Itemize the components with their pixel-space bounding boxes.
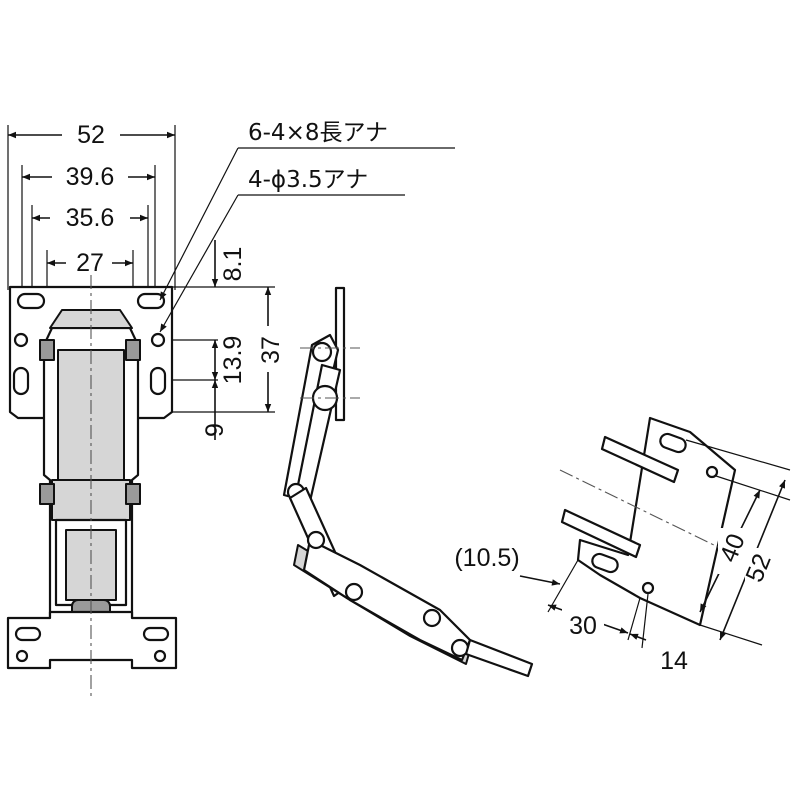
mount-plate-flange-bottom (560, 508, 642, 559)
slot-hole (149, 366, 167, 396)
dim-mount-10-5: (10.5) (454, 544, 519, 572)
slot-hole (136, 292, 166, 310)
dim-side-9: 9 (201, 423, 229, 437)
arm-lower-inner (65, 529, 117, 601)
front-view: 52 39.6 35.6 27 (6, 117, 178, 700)
mounting-plate-iso: 40 52 30 14 (10.5) (454, 416, 791, 675)
pivot-pin-right (125, 483, 141, 505)
slot-hole (659, 432, 687, 454)
dim-side-8-1: 8.1 (219, 247, 247, 282)
slot-hole (12, 366, 30, 396)
side-end-tab (464, 638, 534, 678)
side-pivot (311, 341, 333, 363)
mount-plate-flange-top (600, 435, 680, 484)
dim-front-39-6: 39.6 (66, 163, 115, 191)
dim-side-13-9: 13.9 (219, 336, 247, 385)
round-hole (641, 581, 655, 595)
side-body-frame (302, 538, 472, 662)
round-hole (705, 465, 719, 479)
note-slot-holes: 6-4×8長アナ (248, 120, 388, 146)
pivot-pin-left (39, 483, 55, 505)
round-hole (13, 332, 29, 348)
bottom-mount-plate (6, 610, 178, 670)
dim-mount-30: 30 (569, 612, 597, 640)
hole-notes: 6-4×8長アナ 4-ϕ3.5アナ (159, 120, 455, 333)
note-round-holes: 4-ϕ3.5アナ (248, 167, 368, 193)
dim-side-37: 37 (257, 336, 285, 364)
round-hole (153, 649, 167, 663)
round-hole (150, 332, 166, 348)
dim-front-35-6: 35.6 (66, 204, 115, 232)
dim-front-width: 52 (77, 121, 105, 149)
dim-front-27: 27 (76, 249, 104, 277)
pivot-pin-right (125, 339, 141, 361)
pivot-pin-left (39, 339, 55, 361)
round-hole (15, 649, 29, 663)
side-pivot (344, 582, 364, 602)
side-pivot (306, 530, 326, 550)
mount-plate-body (576, 416, 737, 627)
side-dimensions: 8.1 13.9 37 9 (172, 240, 285, 440)
dim-mount-14: 14 (660, 647, 688, 675)
slot-hole (16, 292, 46, 310)
slot-hole (14, 626, 42, 642)
slot-hole (591, 552, 619, 574)
side-pivot (422, 608, 442, 628)
side-view (282, 286, 534, 678)
slot-hole (142, 626, 170, 642)
